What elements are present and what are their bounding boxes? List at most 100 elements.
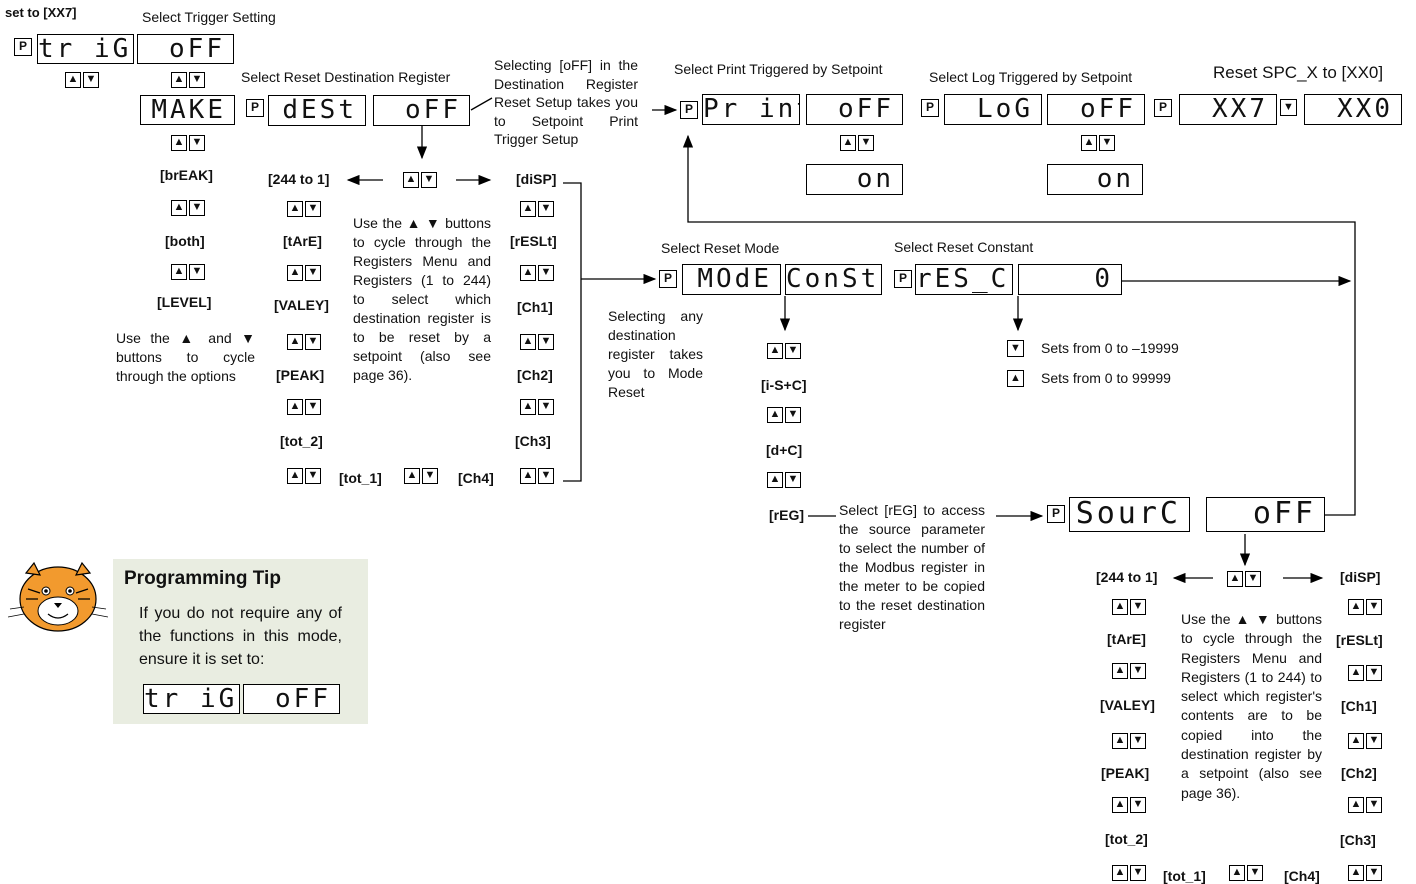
up-arrow-icon[interactable]: ▲ <box>171 200 187 216</box>
up-down-buttons[interactable]: ▲▼ <box>171 264 207 281</box>
down-arrow-icon[interactable]: ▼ <box>1007 340 1024 357</box>
up-arrow-icon[interactable]: ▲ <box>767 407 783 423</box>
down-arrow-icon[interactable]: ▼ <box>421 172 437 188</box>
down-arrow-icon[interactable]: ▼ <box>83 72 99 88</box>
up-down-buttons[interactable]: ▲▼ <box>1112 865 1148 882</box>
down-arrow-icon[interactable]: ▼ <box>1366 665 1382 681</box>
down-arrow-icon[interactable]: ▼ <box>305 265 321 281</box>
down-arrow-icon[interactable]: ▼ <box>1366 865 1382 881</box>
up-down-buttons[interactable]: ▲▼ <box>1112 663 1148 680</box>
up-arrow-icon[interactable]: ▲ <box>287 399 303 415</box>
down-arrow-icon[interactable]: ▼ <box>538 468 554 484</box>
up-arrow-icon[interactable]: ▲ <box>403 172 419 188</box>
down-arrow-icon[interactable]: ▼ <box>1280 99 1297 116</box>
up-arrow-icon[interactable]: ▲ <box>1081 135 1097 151</box>
down-arrow-icon[interactable]: ▼ <box>1245 571 1261 587</box>
up-arrow-icon[interactable]: ▲ <box>1112 865 1128 881</box>
down-arrow-icon[interactable]: ▼ <box>1247 865 1263 881</box>
up-down-buttons[interactable]: ▲▼ <box>1348 733 1384 750</box>
p-button[interactable]: P <box>1047 505 1065 523</box>
up-down-buttons[interactable]: ▲▼ <box>1348 865 1384 882</box>
up-arrow-icon[interactable]: ▲ <box>1007 370 1024 387</box>
up-arrow-icon[interactable]: ▲ <box>1112 599 1128 615</box>
p-button[interactable]: P <box>894 270 912 288</box>
up-arrow-icon[interactable]: ▲ <box>171 135 187 151</box>
up-down-buttons[interactable]: ▲▼ <box>403 172 439 189</box>
down-arrow-icon[interactable]: ▼ <box>785 472 801 488</box>
p-button[interactable]: P <box>921 99 939 117</box>
down-arrow-icon[interactable]: ▼ <box>1130 865 1146 881</box>
up-arrow-icon[interactable]: ▲ <box>1348 665 1364 681</box>
up-down-buttons[interactable]: ▲▼ <box>1348 665 1384 682</box>
down-arrow-icon[interactable]: ▼ <box>189 200 205 216</box>
up-arrow-icon[interactable]: ▲ <box>287 468 303 484</box>
up-down-buttons[interactable]: ▲▼ <box>171 72 207 89</box>
up-down-buttons[interactable]: ▲▼ <box>767 407 803 424</box>
up-arrow-icon[interactable]: ▲ <box>287 201 303 217</box>
up-down-buttons[interactable]: ▲▼ <box>1112 599 1148 616</box>
down-arrow-icon[interactable]: ▼ <box>189 264 205 280</box>
up-down-buttons[interactable]: ▲▼ <box>404 468 440 485</box>
up-arrow-icon[interactable]: ▲ <box>65 72 81 88</box>
up-arrow-icon[interactable]: ▲ <box>1112 797 1128 813</box>
up-down-buttons[interactable]: ▲▼ <box>287 468 323 485</box>
up-down-buttons[interactable]: ▲▼ <box>520 201 556 218</box>
up-arrow-icon[interactable]: ▲ <box>767 343 783 359</box>
up-down-buttons[interactable]: ▲▼ <box>520 334 556 351</box>
up-down-buttons[interactable]: ▲▼ <box>840 135 876 152</box>
up-arrow-icon[interactable]: ▲ <box>1112 663 1128 679</box>
p-button[interactable]: P <box>14 38 32 56</box>
down-arrow-icon[interactable]: ▼ <box>1366 733 1382 749</box>
down-arrow-icon[interactable]: ▼ <box>189 72 205 88</box>
up-down-buttons[interactable]: ▲▼ <box>1081 135 1117 152</box>
up-down-buttons[interactable]: ▲▼ <box>520 468 556 485</box>
up-arrow-icon[interactable]: ▲ <box>520 468 536 484</box>
up-down-buttons[interactable]: ▲▼ <box>287 399 323 416</box>
up-down-buttons[interactable]: ▲▼ <box>767 472 803 489</box>
up-arrow-icon[interactable]: ▲ <box>520 201 536 217</box>
up-arrow-icon[interactable]: ▲ <box>767 472 783 488</box>
up-arrow-icon[interactable]: ▲ <box>1348 599 1364 615</box>
down-arrow-icon[interactable]: ▼ <box>538 399 554 415</box>
down-arrow-icon[interactable]: ▼ <box>785 407 801 423</box>
up-down-buttons[interactable]: ▲▼ <box>1112 797 1148 814</box>
up-down-buttons[interactable]: ▲▼ <box>520 399 556 416</box>
up-arrow-icon[interactable]: ▲ <box>171 264 187 280</box>
up-down-buttons[interactable]: ▲▼ <box>1348 599 1384 616</box>
up-arrow-icon[interactable]: ▲ <box>1348 865 1364 881</box>
up-down-buttons[interactable]: ▲▼ <box>287 334 323 351</box>
up-down-buttons[interactable]: ▲▼ <box>65 72 101 89</box>
up-arrow-icon[interactable]: ▲ <box>1229 865 1245 881</box>
up-down-buttons[interactable]: ▲▼ <box>171 135 207 152</box>
up-arrow-icon[interactable]: ▲ <box>520 399 536 415</box>
down-arrow-icon[interactable]: ▼ <box>538 265 554 281</box>
up-down-buttons[interactable]: ▲▼ <box>1112 733 1148 750</box>
up-arrow-icon[interactable]: ▲ <box>840 135 856 151</box>
down-arrow-icon[interactable]: ▼ <box>305 201 321 217</box>
up-down-buttons[interactable]: ▲▼ <box>171 200 207 217</box>
down-arrow-icon[interactable]: ▼ <box>858 135 874 151</box>
up-arrow-icon[interactable]: ▲ <box>404 468 420 484</box>
down-arrow-icon[interactable]: ▼ <box>538 201 554 217</box>
down-arrow-icon[interactable]: ▼ <box>1099 135 1115 151</box>
down-arrow-icon[interactable]: ▼ <box>305 468 321 484</box>
p-button[interactable]: P <box>246 99 264 117</box>
down-arrow-icon[interactable]: ▼ <box>422 468 438 484</box>
up-down-buttons[interactable]: ▲▼ <box>287 201 323 218</box>
down-arrow-icon[interactable]: ▼ <box>305 334 321 350</box>
down-arrow-icon[interactable]: ▼ <box>1130 599 1146 615</box>
up-arrow-icon[interactable]: ▲ <box>1112 733 1128 749</box>
down-arrow-icon[interactable]: ▼ <box>305 399 321 415</box>
down-arrow-icon[interactable]: ▼ <box>785 343 801 359</box>
down-arrow-icon[interactable]: ▼ <box>538 334 554 350</box>
up-down-buttons[interactable]: ▲▼ <box>767 343 803 360</box>
down-arrow-icon[interactable]: ▼ <box>1366 797 1382 813</box>
down-arrow-icon[interactable]: ▼ <box>189 135 205 151</box>
down-arrow-icon[interactable]: ▼ <box>1366 599 1382 615</box>
up-arrow-icon[interactable]: ▲ <box>520 334 536 350</box>
up-down-buttons[interactable]: ▲▼ <box>1229 865 1265 882</box>
down-arrow-icon[interactable]: ▼ <box>1130 663 1146 679</box>
up-arrow-icon[interactable]: ▲ <box>287 334 303 350</box>
down-arrow-icon[interactable]: ▼ <box>1130 797 1146 813</box>
up-arrow-icon[interactable]: ▲ <box>520 265 536 281</box>
